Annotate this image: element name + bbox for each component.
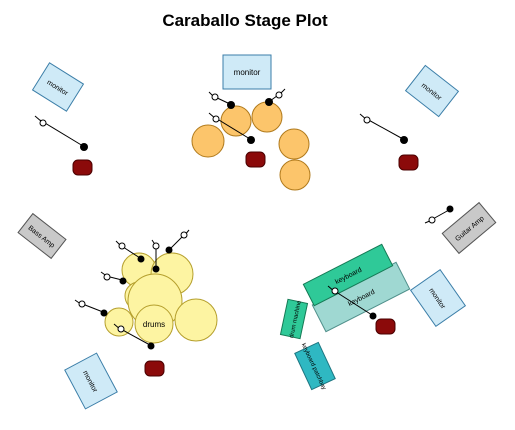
monitor-bottom-right[interactable]: monitor [409,268,467,328]
drum-kit[interactable]: drums [104,252,218,344]
bass-amp[interactable]: Bass Amp [17,212,67,260]
drum-circle [174,298,218,342]
wedge-left[interactable] [72,159,93,176]
orange-drum-kit [191,101,311,191]
drum-machine[interactable]: drum machine [279,298,309,340]
drum-circle [134,304,174,344]
wedge-keyboard[interactable] [375,318,396,335]
mic-stand-icon[interactable] [359,113,408,144]
mic-stand-icon[interactable] [208,112,255,144]
drum-circle [279,159,311,191]
keyboard-patchbay[interactable]: keyboard patchbay [293,338,338,395]
monitor-top-right[interactable]: monitor [404,64,460,118]
mic-stand-icon[interactable] [265,88,286,106]
mic-stand-icon[interactable] [208,91,235,109]
mic-stand-icon[interactable] [74,299,108,317]
mic-stand-icon[interactable] [165,229,190,254]
monitor-bottom-left[interactable]: monitor [64,352,118,410]
drums-label: drums [143,320,165,329]
keyboard-front[interactable]: keyboard [302,243,394,307]
mic-stand-icon[interactable] [115,240,145,263]
drum-circle [220,105,252,137]
drum-circle [251,101,283,133]
mic-stand-icon[interactable] [34,115,88,151]
wedge-center[interactable] [245,151,266,168]
microphones [34,88,454,350]
monitor-top-center[interactable]: monitor [222,54,272,90]
drum-circle [104,307,134,337]
drum-circle [191,124,225,158]
mic-stand-icon[interactable] [327,285,377,320]
wedge-right[interactable] [398,154,419,171]
mic-stand-icon[interactable] [100,271,127,285]
monitor-top-left[interactable]: monitor [31,62,85,112]
mic-stand-icon[interactable] [113,323,155,350]
mic-stand-icon[interactable] [424,205,454,224]
monitor-label: monitor [234,68,261,77]
wedge-drums[interactable] [144,360,165,377]
drum-circle [278,128,310,160]
mic-stand-icon[interactable] [151,239,160,273]
page-title: Caraballo Stage Plot [162,11,328,30]
